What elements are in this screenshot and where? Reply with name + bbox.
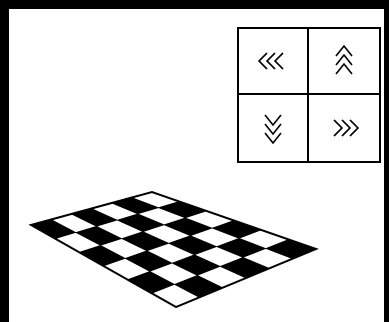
triple-chevron-down-icon (262, 112, 284, 144)
move-down-button[interactable] (239, 95, 309, 161)
move-right-button[interactable] (309, 95, 379, 161)
triple-chevron-right-icon (329, 117, 359, 139)
triple-chevron-up-icon (333, 45, 355, 77)
move-left-button[interactable] (239, 29, 309, 95)
move-up-button[interactable] (309, 29, 379, 95)
direction-pad (237, 27, 381, 163)
triple-chevron-left-icon (258, 50, 288, 72)
